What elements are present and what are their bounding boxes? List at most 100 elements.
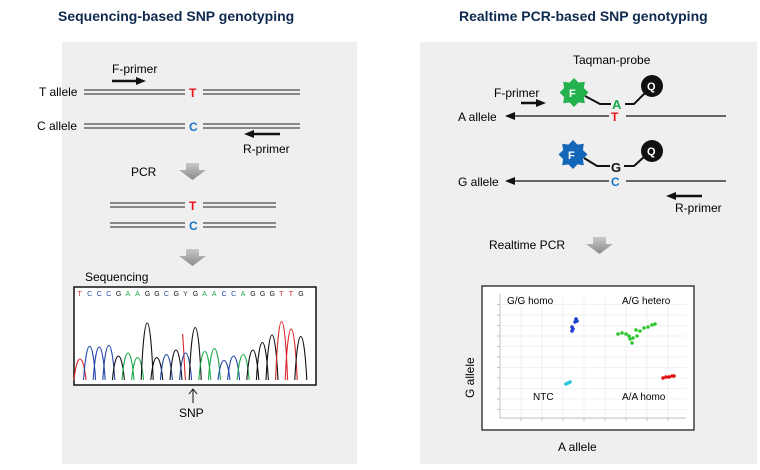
c-allele-label: C allele bbox=[37, 119, 77, 133]
g-allele-label: G allele bbox=[458, 175, 499, 189]
cluster-point bbox=[570, 329, 574, 333]
probe-a-linker bbox=[584, 92, 646, 105]
sequence-letter: C bbox=[164, 291, 169, 298]
chromatogram-peak bbox=[179, 352, 193, 381]
snp-label: SNP bbox=[179, 406, 204, 420]
left-r-primer-label: R-primer bbox=[243, 142, 290, 156]
sequencing-down-arrow bbox=[179, 249, 206, 266]
cluster-label-aa: A/A homo bbox=[622, 392, 666, 403]
probe-g-linker bbox=[583, 155, 646, 167]
cluster-label-ntc: NTC bbox=[533, 392, 554, 403]
genotyping-scatter-plot: G/G homo A/G hetero NTC A/A homo bbox=[481, 285, 695, 431]
sequence-letter: C bbox=[87, 291, 92, 298]
sequence-letter: A bbox=[202, 291, 207, 298]
realtime-pcr-label: Realtime PCR bbox=[489, 238, 565, 252]
quencher-g bbox=[641, 140, 663, 162]
chromatogram-peak bbox=[294, 335, 308, 381]
cluster-point bbox=[664, 375, 668, 379]
c-allele-strand bbox=[84, 123, 300, 129]
sequence-letter: G bbox=[116, 291, 121, 298]
sequence-letter: A bbox=[212, 291, 217, 298]
left-f-primer-arrow bbox=[112, 77, 146, 85]
chromatogram-peak bbox=[198, 350, 212, 381]
right-title: Realtime PCR-based SNP genotyping bbox=[459, 8, 708, 24]
sequence-letter: C bbox=[222, 291, 227, 298]
pcr-down-arrow bbox=[179, 163, 206, 180]
sequence-letter: G bbox=[260, 291, 265, 298]
sequence-letter: A bbox=[126, 291, 131, 298]
cluster-point bbox=[620, 331, 624, 335]
cluster-point bbox=[634, 328, 638, 332]
sequence-letter: C bbox=[231, 291, 236, 298]
left-diagram: F-primer T allele T C allele C R-prime bbox=[37, 62, 317, 420]
right-r-primer-label: R-primer bbox=[675, 201, 722, 215]
cluster-point bbox=[568, 380, 572, 384]
c-base: C bbox=[189, 120, 198, 134]
realtime-pcr-down-arrow bbox=[586, 237, 613, 254]
chromatogram-peak bbox=[246, 349, 260, 381]
pcr-product-c bbox=[110, 222, 276, 228]
cluster-point bbox=[573, 320, 577, 324]
cluster-point bbox=[638, 329, 642, 333]
chromatogram-peak bbox=[111, 355, 125, 381]
cluster-label-gg: G/G homo bbox=[507, 296, 554, 307]
pcr-product-t bbox=[110, 202, 276, 208]
cluster-point bbox=[627, 334, 631, 338]
fam-label-a: F bbox=[569, 88, 576, 100]
chromatogram-peak bbox=[131, 357, 145, 381]
cluster-point bbox=[642, 326, 646, 330]
cluster-point bbox=[667, 375, 671, 379]
g-allele-template bbox=[505, 177, 726, 185]
left-r-primer-arrow bbox=[244, 130, 280, 138]
fam-label-g: F bbox=[568, 150, 575, 162]
sequence-letter: G bbox=[270, 291, 275, 298]
cluster-point bbox=[650, 323, 654, 327]
left-title: Sequencing-based SNP genotyping bbox=[58, 8, 295, 24]
sequence-letter: G bbox=[298, 291, 303, 298]
cluster-points bbox=[564, 317, 676, 386]
sequence-letter: A bbox=[241, 291, 246, 298]
plot-y-label: G allele bbox=[463, 357, 477, 398]
a-allele-label: A allele bbox=[458, 110, 497, 124]
cluster-point bbox=[630, 341, 634, 345]
sequence-letter: G bbox=[174, 291, 179, 298]
chromatogram-peak bbox=[73, 358, 87, 381]
quencher-label-g: Q bbox=[647, 146, 656, 158]
plot-x-label: A allele bbox=[558, 440, 597, 454]
cluster-point bbox=[631, 336, 635, 340]
snp-pointer-arrow bbox=[188, 388, 198, 403]
left-f-primer-label: F-primer bbox=[112, 62, 157, 76]
chromatogram-peak bbox=[150, 357, 164, 381]
right-f-primer-label: F-primer bbox=[494, 86, 539, 100]
chromatogram-peak bbox=[188, 327, 202, 381]
cluster-label-ag: A/G hetero bbox=[622, 296, 671, 307]
sequence-letter: A bbox=[135, 291, 140, 298]
template-base-t: T bbox=[611, 110, 619, 124]
sequencing-label: Sequencing bbox=[85, 270, 148, 284]
sequence-letter: G bbox=[145, 291, 150, 298]
chromatogram-peak bbox=[159, 354, 173, 381]
sequence-letter: T bbox=[78, 291, 83, 298]
template-base-c: C bbox=[611, 175, 620, 189]
chromatogram-peak bbox=[140, 322, 154, 381]
fam-reporter-blue bbox=[558, 140, 588, 169]
cluster-point bbox=[672, 374, 676, 378]
quencher-label-a: Q bbox=[647, 81, 656, 93]
sequence-letter: G bbox=[250, 291, 255, 298]
product-t-base: T bbox=[189, 199, 197, 213]
chromatogram-peak bbox=[182, 333, 187, 381]
cluster-point bbox=[616, 332, 620, 336]
chromatogram-peak bbox=[217, 359, 231, 381]
quencher-a bbox=[641, 75, 663, 97]
cluster-point bbox=[635, 334, 639, 338]
t-base: T bbox=[189, 86, 197, 100]
cluster-point bbox=[628, 337, 632, 341]
sequence-letter: C bbox=[106, 291, 111, 298]
fam-reporter-green bbox=[559, 78, 589, 107]
plot-tick-marks bbox=[497, 294, 686, 421]
taqman-probe-label: Taqman-probe bbox=[573, 53, 651, 67]
cluster-point bbox=[646, 325, 650, 329]
